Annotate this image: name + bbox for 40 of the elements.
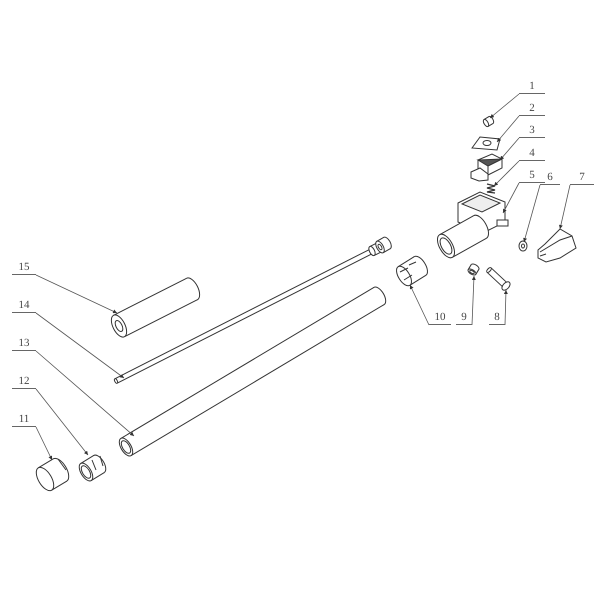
leader-line bbox=[472, 276, 476, 326]
nut-drawing bbox=[467, 262, 480, 278]
leader-line bbox=[558, 184, 570, 230]
leader-line bbox=[410, 284, 430, 326]
callout-number: 4 bbox=[519, 147, 545, 161]
callout-number: 15 bbox=[12, 261, 36, 275]
pin-drawing bbox=[484, 266, 512, 291]
screw-drawing bbox=[480, 116, 494, 129]
leader-line bbox=[502, 182, 520, 214]
callout-number: 10 bbox=[429, 311, 451, 325]
leader-line bbox=[36, 350, 134, 436]
callout-number: 1 bbox=[519, 80, 545, 94]
callout-number: 3 bbox=[519, 124, 545, 138]
leader-line bbox=[500, 138, 520, 160]
bushing-drawing bbox=[395, 254, 429, 288]
spring-drawing bbox=[485, 182, 497, 194]
callout-number: 14 bbox=[12, 299, 36, 313]
housing-drawing bbox=[434, 191, 510, 261]
callout-number: 6 bbox=[540, 171, 560, 185]
leader-line bbox=[496, 116, 520, 142]
leader-line bbox=[504, 290, 508, 326]
callout-number: 11 bbox=[12, 413, 36, 427]
plate-drawing bbox=[470, 136, 502, 151]
callout-number: 2 bbox=[519, 102, 545, 116]
leader-line bbox=[36, 426, 52, 460]
leader-line bbox=[490, 94, 520, 118]
callout-number: 12 bbox=[12, 375, 36, 389]
callout-number: 8 bbox=[489, 311, 505, 325]
button-drawing bbox=[535, 228, 577, 264]
leader-line bbox=[494, 160, 520, 186]
callout-number: 7 bbox=[570, 171, 594, 185]
callout-number: 13 bbox=[12, 337, 36, 351]
latch-drawing bbox=[470, 152, 503, 182]
leader-line bbox=[36, 388, 88, 456]
leader-line bbox=[523, 184, 540, 242]
callout-number: 5 bbox=[519, 169, 545, 183]
washer-drawing bbox=[518, 240, 528, 252]
leader-line bbox=[36, 312, 124, 378]
leader-line bbox=[36, 274, 118, 314]
callout-number: 9 bbox=[456, 311, 472, 325]
